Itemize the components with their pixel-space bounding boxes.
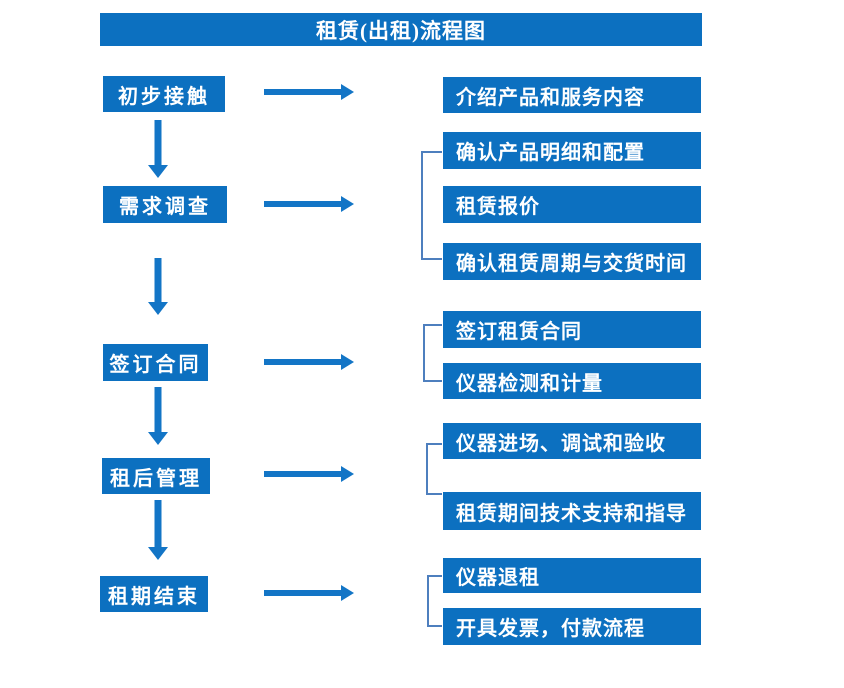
stage-rental-end: 租期结束	[100, 576, 208, 612]
right-arrow	[264, 466, 354, 482]
right-arrow	[264, 585, 354, 601]
stage-initial-contact: 初步接触	[103, 76, 225, 112]
detail-introduce-products-services: 介绍产品和服务内容	[443, 77, 701, 113]
detail-instrument-entry-debug-acceptance: 仪器进场、调试和验收	[443, 423, 701, 459]
stage-post-rental-management: 租后管理	[102, 458, 210, 494]
stage-demand-survey: 需求调查	[103, 186, 227, 223]
down-arrow	[148, 258, 168, 315]
group-bracket-post-rental	[426, 443, 442, 495]
group-bracket-demand-survey	[421, 151, 442, 260]
detail-confirm-product-details-config: 确认产品明细和配置	[443, 132, 701, 169]
detail-confirm-rental-period-delivery: 确认租赁周期与交货时间	[443, 243, 701, 280]
flowchart-title: 租赁(出租)流程图	[100, 13, 702, 46]
right-arrow	[264, 354, 354, 370]
detail-instrument-testing-metering: 仪器检测和计量	[443, 363, 701, 399]
detail-invoice-payment-process: 开具发票，付款流程	[443, 608, 701, 645]
group-bracket-sign-contract	[423, 324, 442, 382]
down-arrow	[148, 500, 168, 560]
down-arrow	[148, 120, 168, 178]
detail-rental-tech-support-guidance: 租赁期间技术支持和指导	[443, 492, 701, 530]
group-bracket-rental-end	[427, 575, 442, 627]
stage-sign-contract: 签订合同	[103, 344, 208, 381]
right-arrow	[264, 84, 354, 100]
detail-instrument-return: 仪器退租	[443, 558, 701, 593]
detail-rental-quote: 租赁报价	[443, 186, 701, 223]
detail-sign-rental-contract: 签订租赁合同	[443, 311, 701, 348]
down-arrow	[148, 387, 168, 445]
right-arrow	[264, 196, 354, 212]
